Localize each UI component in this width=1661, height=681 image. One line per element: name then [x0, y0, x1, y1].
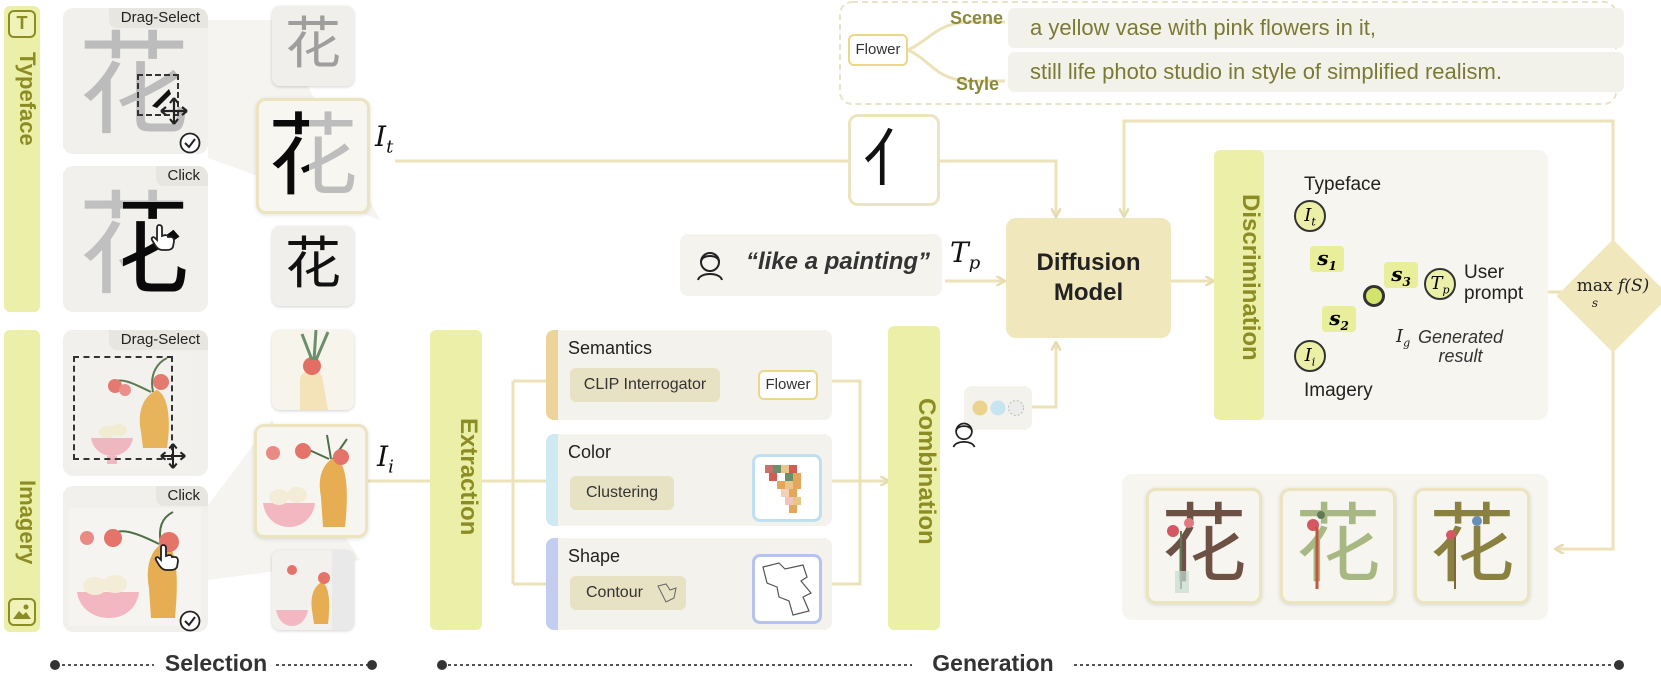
- click-tag: Click: [155, 166, 208, 186]
- typeface-glyph: 花: [78, 21, 190, 151]
- semantics-result: Flower: [758, 370, 818, 400]
- flower-photo-selected: [69, 508, 201, 626]
- semantics-title: Semantics: [568, 338, 653, 358]
- scene-prompt: a yellow vase with pink flowers in it,: [1008, 8, 1624, 48]
- imagery-thumb-3[interactable]: [272, 550, 354, 630]
- discrimination-panel: [1214, 150, 1548, 420]
- typeface-thumb-1[interactable]: 花: [272, 6, 354, 86]
- clip-interrogator-pill: CLIP Interrogator: [570, 368, 720, 402]
- typeface-glyph-selected: 花: [123, 202, 190, 296]
- text-icon: T: [8, 10, 36, 38]
- thumb-glyph-grey: 花: [268, 104, 358, 209]
- imagery-node: Ii: [1294, 340, 1326, 372]
- hand-cursor-icon: [150, 224, 175, 251]
- disc-imagery-label: Imagery: [1304, 380, 1373, 401]
- typeface-node: It: [1294, 200, 1326, 232]
- generated-node: [1363, 285, 1385, 307]
- shape-title: Shape: [568, 546, 621, 566]
- max-formula: max f(S)s: [1576, 276, 1650, 311]
- user-prompt-box: “like a painting”: [680, 234, 942, 296]
- thumb-glyph-stroke: 花: [269, 107, 309, 207]
- result-glyph-3: 花: [1429, 495, 1515, 595]
- drag-select-tag: Drag-Select: [108, 8, 208, 28]
- user-icon-2: [952, 422, 976, 448]
- selection-box: [137, 74, 179, 116]
- user-prompt-text: “like a painting”: [746, 248, 931, 275]
- feature-bundle: [964, 386, 1032, 430]
- combination-bar: [888, 326, 940, 630]
- prompt-node: Tp: [1424, 268, 1456, 300]
- imagery-label: Imagery: [15, 480, 40, 565]
- score-s1: s1: [1310, 246, 1344, 273]
- contour-pill: Contour: [570, 576, 686, 610]
- imagery-selection-box: [73, 356, 173, 460]
- discrimination-bar: [1214, 150, 1264, 420]
- generated-symbol: Ig: [1396, 326, 1411, 350]
- thumb-glyph: 花: [285, 12, 341, 77]
- discrimination-label: Discrimination: [1237, 194, 1264, 361]
- imagery-selected-thumb[interactable]: [254, 424, 368, 538]
- contour-thumb-icon: [657, 583, 677, 603]
- combination-label: Combination: [913, 398, 940, 545]
- semantics-panel: Semantics CLIP Interrogator Flower: [546, 330, 832, 420]
- clustering-pill: Clustering: [570, 476, 674, 510]
- typeface-selected-thumb[interactable]: 花 花: [256, 98, 370, 214]
- user-icon: [697, 252, 723, 281]
- move-cursor-icon-2: [160, 443, 186, 469]
- result-3[interactable]: 花: [1414, 488, 1530, 604]
- stroke-glyph: 亻: [862, 122, 925, 195]
- thumb-glyph-black: 花: [285, 232, 341, 297]
- click-tag-2: Click: [155, 486, 208, 506]
- disc-typeface-label: Typeface: [1304, 174, 1382, 195]
- selection-label: Selection: [164, 650, 268, 676]
- score-s3: s3: [1384, 262, 1418, 289]
- scene-label: Scene: [950, 8, 1004, 28]
- typeface-label: Typeface: [15, 52, 40, 146]
- contour-image: [752, 554, 822, 624]
- generation-label: Generation: [932, 650, 1054, 676]
- color-cluster-image: [752, 454, 822, 522]
- prompt-symbol: Tp: [950, 236, 981, 274]
- typeface-thumb-3[interactable]: 花: [272, 226, 354, 306]
- result-2[interactable]: 花: [1280, 488, 1396, 604]
- check-icon: [179, 132, 201, 154]
- contour-label: Contour: [586, 584, 643, 601]
- check-icon-2: [179, 610, 201, 632]
- imagery-click-card[interactable]: Click: [63, 486, 208, 632]
- hand-cursor-icon-2: [154, 544, 179, 571]
- extraction-bar: [430, 330, 482, 630]
- typeface-input-symbol: It: [375, 120, 394, 158]
- result-1[interactable]: 花: [1146, 488, 1262, 604]
- shape-panel: Shape Contour: [546, 538, 832, 630]
- imagery-drag-select-card[interactable]: Drag-Select: [63, 330, 208, 476]
- imagery-thumb-1[interactable]: [272, 330, 354, 410]
- color-title: Color: [568, 442, 612, 462]
- imagery-section-bar: [4, 330, 40, 632]
- typeface-click-card[interactable]: Click 花 花: [63, 166, 208, 312]
- move-cursor-icon: [160, 97, 188, 125]
- typeface-section-bar: [4, 6, 40, 312]
- style-prompt: still life photo studio in style of simp…: [1008, 52, 1624, 92]
- result-glyph-2: 花: [1295, 495, 1381, 595]
- score-s2: s2: [1322, 306, 1356, 333]
- stroke-highlight: [152, 89, 171, 108]
- drag-select-tag-2: Drag-Select: [108, 330, 208, 350]
- imagery-input-symbol: Ii: [377, 440, 394, 478]
- flower-keyword: Flower: [848, 34, 908, 66]
- color-panel: Color Clustering: [546, 434, 832, 526]
- image-icon: [8, 598, 36, 626]
- typeface-drag-select-card[interactable]: Drag-Select 花: [63, 8, 208, 154]
- style-label: Style: [956, 74, 1000, 94]
- extracted-stroke-box: 亻: [848, 114, 940, 206]
- extraction-label: Extraction: [455, 418, 482, 536]
